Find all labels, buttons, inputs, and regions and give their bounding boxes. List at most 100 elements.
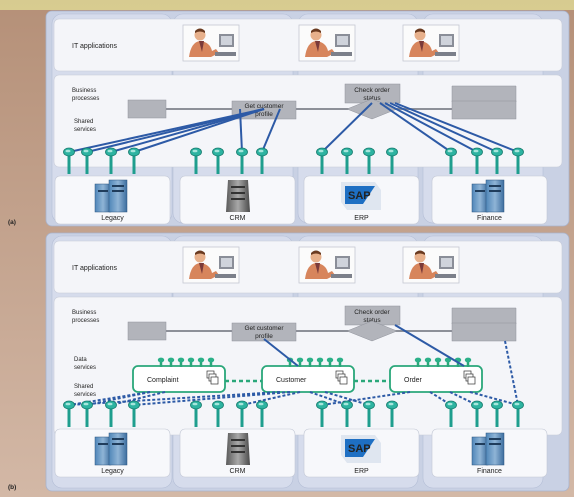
slot [231, 198, 245, 200]
hair [195, 250, 205, 255]
dashed-connector [86, 391, 151, 406]
tie [199, 41, 204, 52]
business-processes-label-line: Business [72, 310, 96, 316]
person-at-computer-icon [402, 246, 460, 284]
server-body [226, 180, 250, 212]
body [189, 41, 219, 57]
tie [419, 263, 424, 274]
business-processes-label-line: processes [72, 96, 99, 102]
dashed-connector [504, 340, 519, 406]
slot [231, 192, 245, 194]
server-icon [226, 180, 250, 212]
screen [337, 258, 348, 267]
sap-logo-shape [345, 186, 375, 204]
data-node-icon [316, 357, 324, 363]
connector-line [394, 324, 465, 367]
desk [331, 274, 352, 278]
slot [231, 451, 245, 453]
node-highlight [238, 402, 244, 406]
tie [315, 41, 320, 52]
data-node-icon [464, 357, 472, 363]
data-node-icon [434, 357, 442, 363]
business-processes-label: Business processes [72, 88, 99, 102]
system-label: ERP [354, 468, 369, 475]
doc-sheet [339, 376, 348, 385]
server-icon: SAP [341, 435, 381, 463]
data-service-box [389, 365, 483, 393]
node-highlight [365, 149, 371, 153]
shared-services-label-line: services [74, 127, 96, 133]
node-highlight [238, 149, 244, 153]
node-highlight [473, 402, 479, 406]
connector-line [321, 102, 373, 153]
slot [112, 185, 124, 187]
slot [98, 443, 108, 445]
connector-line [110, 108, 265, 153]
node-highlight [192, 149, 198, 153]
node-highlight [83, 402, 89, 406]
node-highlight [65, 402, 71, 406]
system-label: CRM [230, 468, 246, 475]
head [310, 29, 322, 41]
tie [315, 263, 320, 274]
shared-services-label-line: services [74, 392, 96, 398]
node-highlight [258, 149, 264, 153]
connector-line [239, 108, 243, 153]
slot [231, 439, 245, 441]
server-icon [226, 433, 250, 465]
person-at-computer-icon [298, 246, 356, 284]
data-services-label-line: services [74, 365, 96, 371]
business-processes-label-line: Business [72, 88, 96, 94]
slot [112, 443, 124, 445]
body [189, 263, 219, 279]
system-label: Finance [477, 215, 502, 222]
node-highlight [493, 149, 499, 153]
data-node-icon [187, 357, 195, 363]
data-node-icon [207, 357, 215, 363]
connector-line [261, 108, 281, 153]
sap-logo-shape [345, 439, 375, 457]
person-at-computer-icon [182, 24, 240, 62]
body [409, 41, 439, 57]
desk [215, 52, 236, 56]
data-node-icon [424, 357, 432, 363]
get-customer-profile-box [231, 322, 297, 342]
server-unit [485, 432, 505, 466]
node-highlight [514, 402, 520, 406]
slot [112, 190, 124, 192]
dashed-connector [68, 391, 281, 406]
node-highlight [130, 402, 136, 406]
doc-sheet [467, 376, 476, 385]
node-highlight [214, 149, 220, 153]
hair [311, 28, 321, 33]
tie [199, 263, 204, 274]
node-highlight [318, 149, 324, 153]
data-service-label: Customer [276, 377, 307, 384]
person-at-computer-icon [402, 24, 460, 62]
hair [195, 28, 205, 33]
it-applications-label: IT applications [72, 265, 118, 272]
screen [441, 36, 452, 45]
data-node-icon [177, 357, 185, 363]
top-glow [0, 0, 574, 10]
slot [475, 443, 485, 445]
head [310, 251, 322, 263]
server-unit [471, 183, 489, 213]
process-box-right [451, 100, 517, 120]
node-highlight [343, 149, 349, 153]
body [305, 41, 335, 57]
get-customer-profile-label-line: profile [255, 111, 273, 118]
node-highlight [214, 402, 220, 406]
slot [98, 190, 108, 192]
head [414, 29, 426, 41]
data-node-icon [414, 357, 422, 363]
dashed-connector [324, 391, 370, 406]
